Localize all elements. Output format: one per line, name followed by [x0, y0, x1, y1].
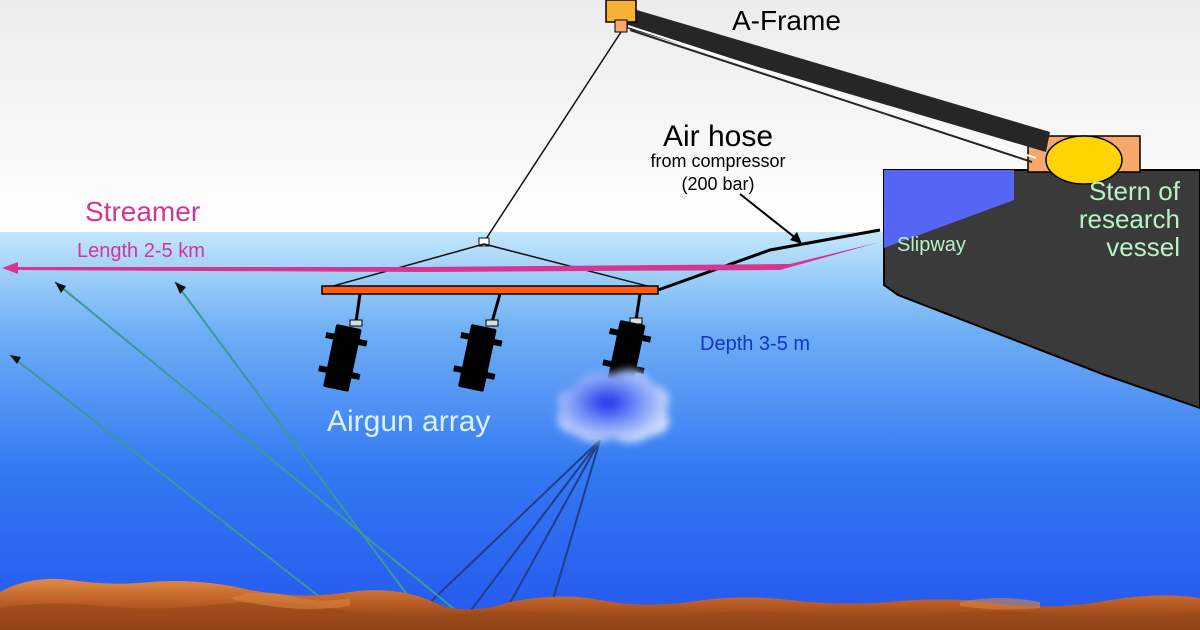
- tow-shackle: [478, 237, 490, 247]
- ray-line: [54, 281, 466, 619]
- ray-line: [419, 439, 601, 613]
- ray-line: [504, 439, 601, 613]
- a-frame-cable: [627, 25, 1037, 159]
- arrowhead: [175, 282, 186, 294]
- arrowhead: [55, 282, 66, 293]
- streamer-length-label: Length 2-5 km: [77, 240, 205, 262]
- streamer-arrowhead: [2, 262, 18, 274]
- airgun-float: [321, 285, 659, 295]
- streamer: [12, 242, 880, 272]
- air-hose-subtitle-1: from compressor: [650, 151, 785, 171]
- vessel-hull: [883, 169, 1200, 410]
- vessel-label-line-3: vessel: [1106, 232, 1180, 262]
- air-hose-pointer: [739, 193, 799, 241]
- vessel-label-line-1: Stern of: [1089, 176, 1181, 206]
- air-bubble: [557, 369, 669, 443]
- tow-line: [483, 31, 622, 243]
- airgun-1: [318, 293, 368, 392]
- ray-paths: [9, 281, 601, 619]
- streamer-label: Streamer: [85, 196, 200, 227]
- ray-line: [9, 354, 331, 606]
- ray-arrowheads: [10, 282, 186, 364]
- vessel-label-line-2: research: [1079, 204, 1180, 234]
- air-hose-pointer-head: [790, 232, 802, 244]
- a-frame-label: A-Frame: [732, 5, 841, 36]
- seabed-layer: [230, 592, 1040, 610]
- bridle-line: [325, 243, 485, 289]
- depth-label: Depth 3-5 m: [700, 333, 810, 355]
- ray-line: [174, 281, 421, 613]
- a-frame-joint: [605, 0, 637, 23]
- arrowhead: [10, 355, 21, 364]
- winch-drum: [1045, 135, 1123, 185]
- a-frame-pulley: [614, 19, 628, 33]
- seabed-layer: [0, 602, 1200, 630]
- slipway: [884, 170, 1014, 248]
- air-hose-subtitle-2: (200 bar): [681, 174, 754, 194]
- air-hose-label: Air hose: [663, 120, 773, 153]
- ray-line: [549, 439, 601, 611]
- airgun-2: [453, 293, 503, 392]
- a-frame-boom: [626, 8, 1050, 152]
- slipway-label: Slipway: [897, 234, 966, 256]
- airgun-array-label: Airgun array: [327, 405, 490, 438]
- air-hose: [657, 228, 881, 292]
- ray-line: [464, 439, 601, 619]
- a-frame-cable: [629, 29, 1033, 163]
